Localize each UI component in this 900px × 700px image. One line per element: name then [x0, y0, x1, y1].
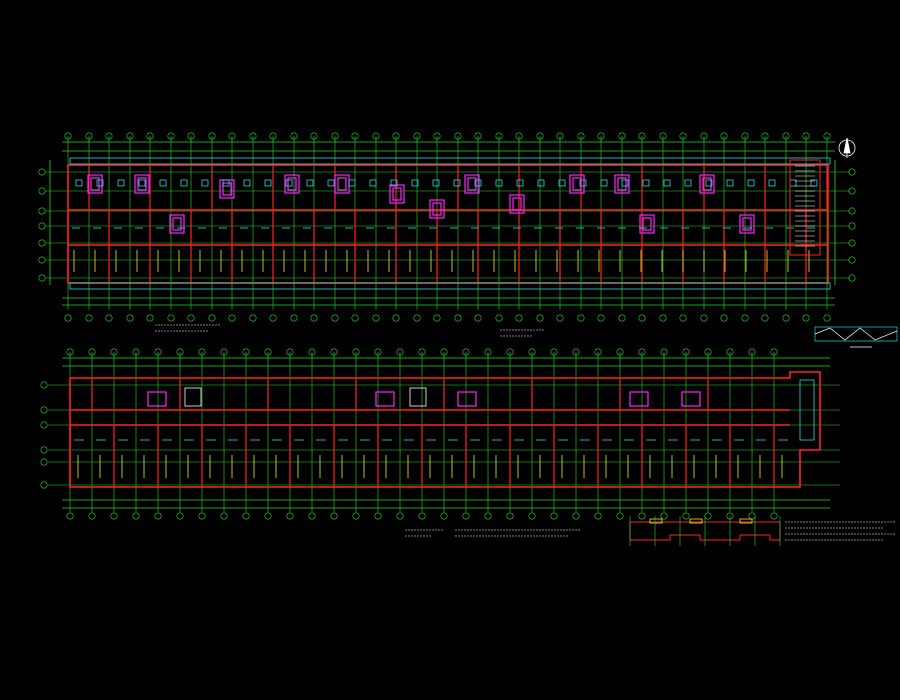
lower-dimension-lines — [62, 357, 830, 509]
upper-axis-bubbles — [38, 132, 856, 322]
lower-walls — [69, 371, 821, 488]
upper-details — [69, 157, 831, 290]
key-plan — [629, 516, 781, 546]
upper-partitions — [67, 165, 828, 283]
lower-cores — [147, 391, 701, 407]
general-notes — [155, 324, 895, 541]
upper-right-stair — [789, 159, 821, 256]
upper-horizontal-axes — [45, 171, 850, 279]
upper-floor-plan — [38, 132, 856, 322]
lower-axis-bubbles — [40, 348, 778, 520]
lower-details — [74, 379, 815, 478]
lower-floor-plan — [40, 348, 840, 520]
lower-partitions — [69, 378, 775, 487]
wall-section-detail — [814, 326, 898, 348]
north-arrow-icon — [838, 137, 856, 158]
